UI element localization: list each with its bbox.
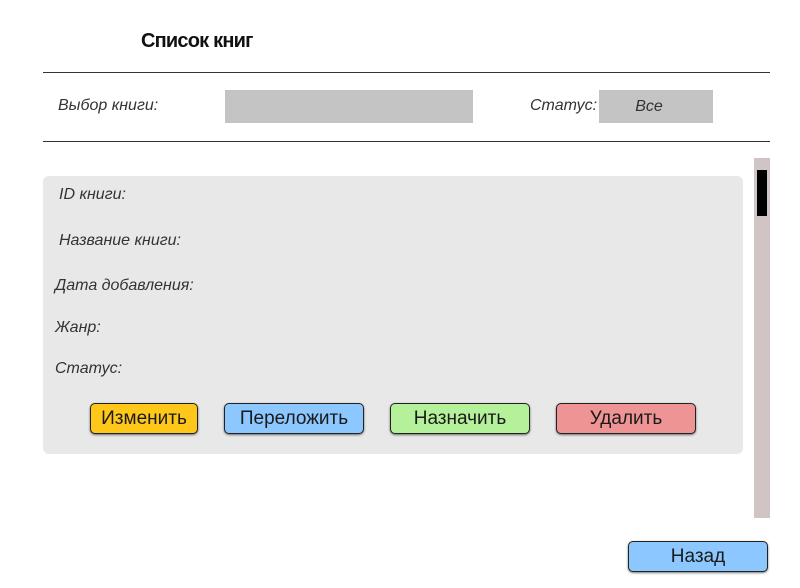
page-title: Список книг <box>141 30 253 52</box>
book-select-input[interactable] <box>225 90 473 123</box>
edit-button[interactable]: Изменить <box>90 403 198 434</box>
status-filter-select[interactable]: Все <box>599 90 713 123</box>
status-filter-value: Все <box>635 97 663 115</box>
added-date-label: Дата добавления: <box>55 277 194 294</box>
status-filter-label: Статус: <box>530 97 598 114</box>
book-status-label: Статус: <box>55 360 123 377</box>
filter-divider <box>43 141 770 142</box>
scrollbar-thumb[interactable] <box>757 170 767 216</box>
book-id-label: ID книги: <box>59 186 126 203</box>
delete-button[interactable]: Удалить <box>556 403 696 434</box>
back-button[interactable]: Назад <box>628 541 768 572</box>
assign-button[interactable]: Назначить <box>390 403 530 434</box>
genre-label: Жанр: <box>55 319 101 336</box>
move-button[interactable]: Переложить <box>224 403 364 434</box>
header-divider <box>43 72 770 73</box>
book-select-label: Выбор книги: <box>58 97 159 114</box>
book-name-label: Название книги: <box>59 232 181 249</box>
vertical-scrollbar[interactable] <box>754 158 770 518</box>
